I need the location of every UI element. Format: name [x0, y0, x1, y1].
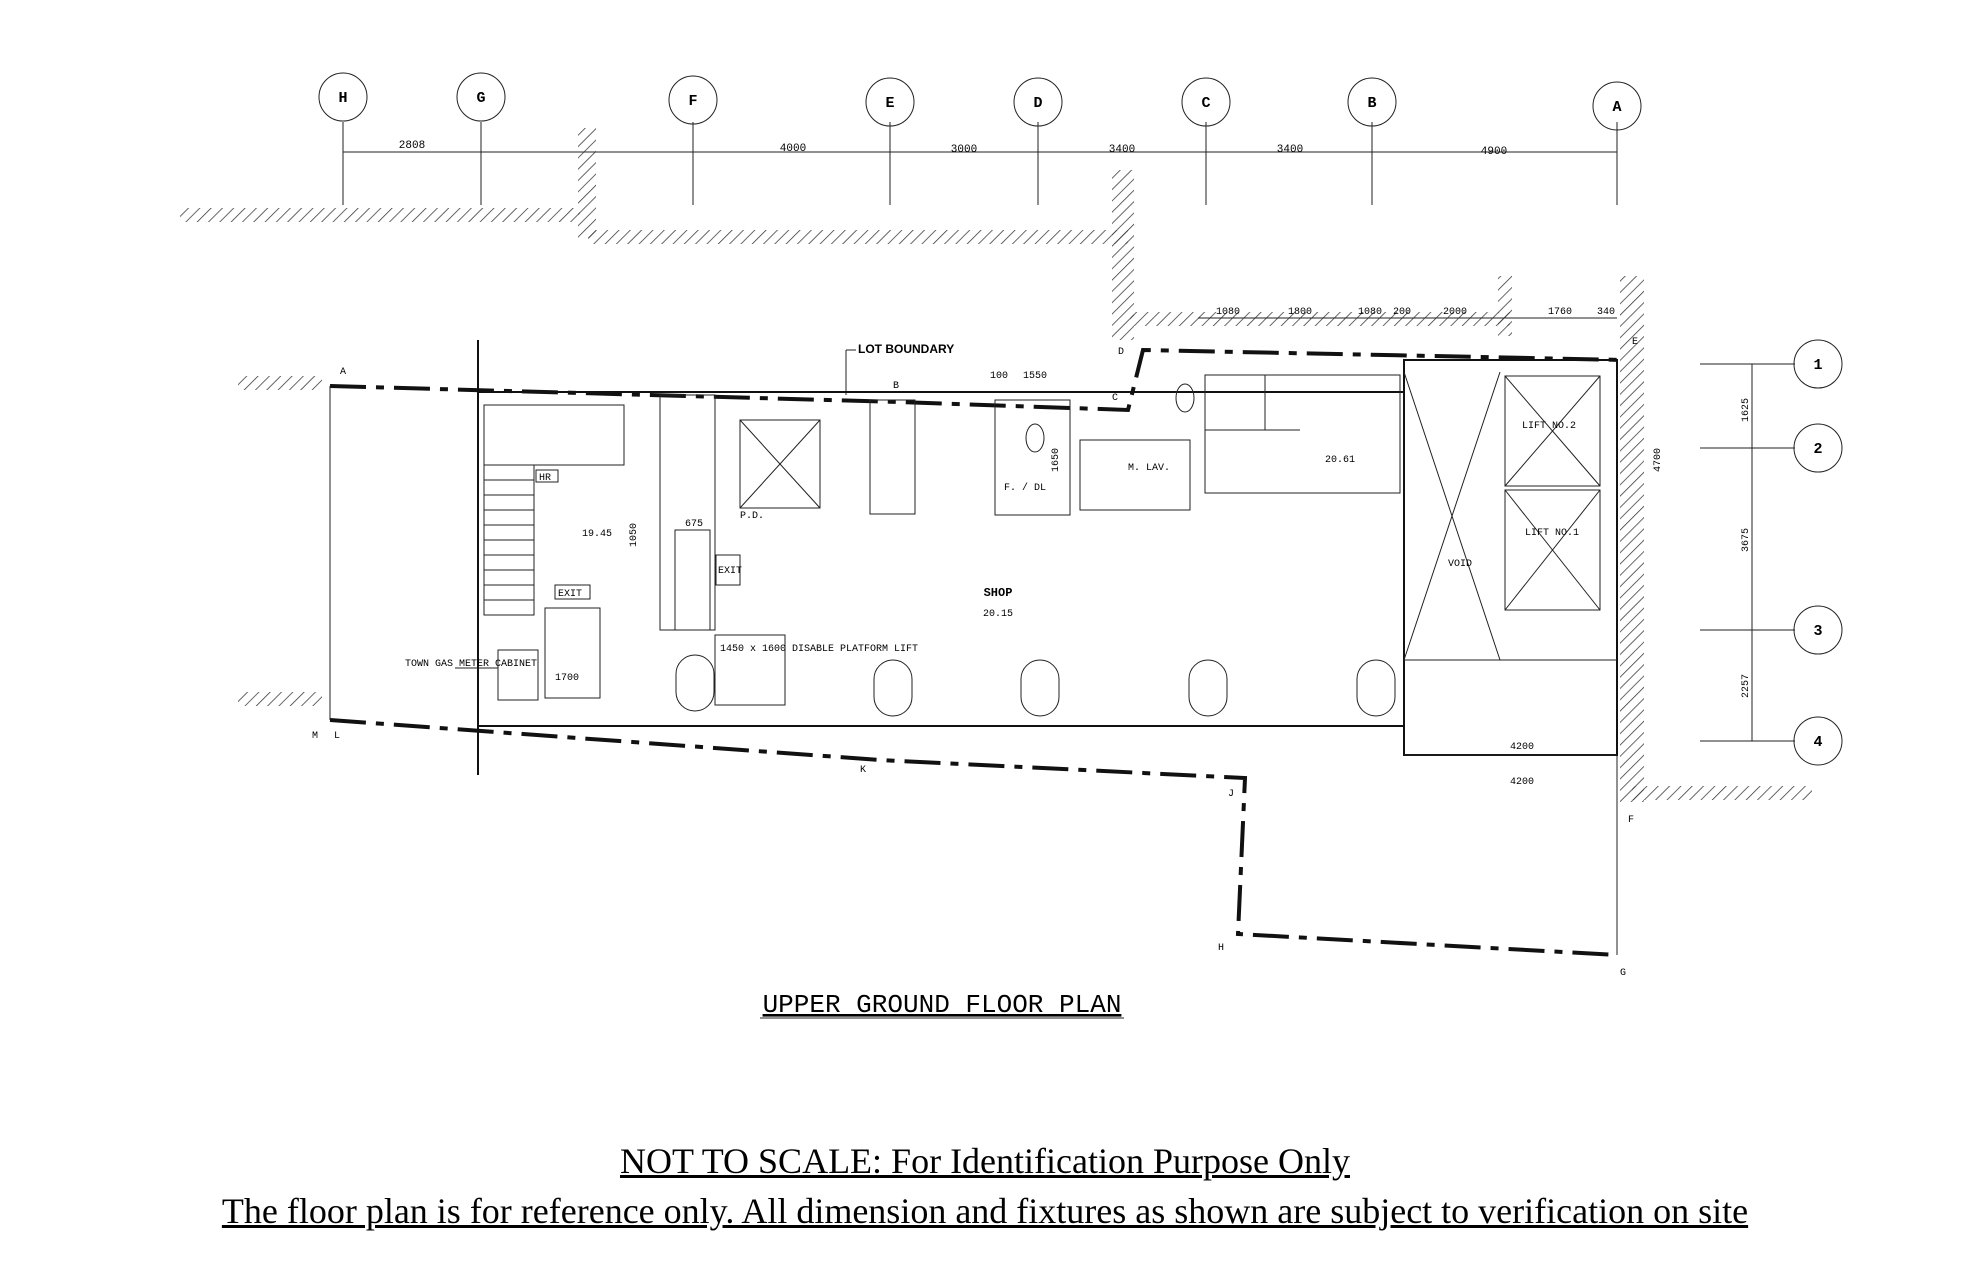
- dim-upper-5: 2000: [1443, 307, 1467, 318]
- grid-bubble-1: [1793, 339, 1843, 389]
- grid-label-e: E: [885, 95, 894, 112]
- point-f: F: [1628, 815, 1634, 826]
- dim-upper-3: 1080: [1358, 307, 1382, 318]
- dim-upper-6: 1760: [1548, 307, 1572, 318]
- platform-lift-label: 1450 x 1600 DISABLE PLATFORM LIFT: [720, 644, 918, 655]
- pd-label: P.D.: [740, 511, 764, 522]
- level-left: 19.45: [582, 529, 612, 540]
- dim-100: 100: [990, 371, 1008, 382]
- point-j: J: [1228, 789, 1234, 800]
- grid-bubble-a: [1592, 81, 1642, 131]
- point-b: B: [893, 381, 899, 392]
- lot-boundary-label: LOT BOUNDARY: [858, 342, 954, 356]
- grid-label-c: C: [1201, 95, 1210, 112]
- exit-label-center: EXIT: [718, 566, 742, 577]
- neighbour-walls: [180, 128, 1812, 802]
- dim-upper-7: 340: [1597, 307, 1615, 318]
- grid-bubble-4: [1793, 716, 1843, 766]
- point-e: E: [1632, 337, 1638, 348]
- dim-675: 675: [685, 519, 703, 530]
- hr-label: HR: [539, 473, 551, 484]
- grid-label-a: A: [1612, 99, 1621, 116]
- lift-1-label: LIFT NO.1: [1525, 528, 1579, 539]
- point-k: K: [860, 765, 866, 776]
- dim-1650: 1650: [1051, 448, 1062, 472]
- right-grid: 1 2 3 4 1625 3675 2257: [1700, 339, 1843, 766]
- dim-1050: 1050: [629, 523, 640, 547]
- point-g: G: [1620, 968, 1626, 979]
- dim-e-d: 3000: [951, 144, 977, 156]
- disclaimer-line-2: The floor plan is for reference only. Al…: [221, 1191, 1749, 1231]
- lift-2-label: LIFT NO.2: [1522, 421, 1576, 432]
- grid-bubble-g: [456, 72, 506, 122]
- corner-points: A B C D E F G H J K L M: [312, 337, 1638, 979]
- dim-3-4: 2257: [1741, 674, 1752, 698]
- plan-title: UPPER GROUND FLOOR PLAN: [763, 990, 1122, 1020]
- grid-bubble-f: [668, 75, 718, 125]
- point-d: D: [1118, 347, 1124, 358]
- grid-label-b: B: [1367, 95, 1376, 112]
- exit-label-left: EXIT: [558, 589, 582, 600]
- grid-bubble-b: [1347, 77, 1397, 127]
- point-c: C: [1112, 393, 1118, 404]
- toilet-block: F. / DL 100 1550 1650 M. LAV.: [990, 371, 1195, 516]
- grid-label-g: G: [476, 90, 485, 107]
- dim-4700: 4700: [1653, 448, 1664, 472]
- dim-4200-b: 4200: [1510, 777, 1534, 788]
- grid-bubble-2: [1793, 423, 1843, 473]
- grid-bubble-3: [1793, 605, 1843, 655]
- level-right: 20.61: [1325, 455, 1355, 466]
- shop-label: SHOP: [984, 586, 1013, 600]
- point-h: H: [1218, 943, 1224, 954]
- top-grid: H G F E D C B A 2808 4000 3000 3400 3400…: [318, 72, 1642, 205]
- dim-d-c: 3400: [1109, 144, 1135, 156]
- dim-4200-a: 4200: [1510, 742, 1534, 753]
- lav-label: M. LAV.: [1128, 463, 1170, 474]
- point-l: L: [334, 731, 340, 742]
- disclaimer-line-1: NOT TO SCALE: For Identification Purpose…: [620, 1141, 1350, 1181]
- point-m: M: [312, 731, 318, 742]
- dim-upper-2: 1800: [1288, 307, 1312, 318]
- grid-label-1: 1: [1813, 357, 1822, 374]
- grid-bubble-c: [1181, 77, 1231, 127]
- dim-b-a: 4900: [1481, 146, 1507, 158]
- fdl-label: F. / DL: [1004, 482, 1046, 494]
- right-stair-and-void: 20.61 VOID LIFT NO.2 LIFT NO.1 4200 4200…: [1204, 371, 1664, 788]
- dim-c-b: 3400: [1277, 144, 1303, 156]
- left-stair-block: HR EXIT 1700: [483, 404, 625, 699]
- dim-upper-4: 200: [1393, 307, 1411, 318]
- grid-label-d: D: [1033, 95, 1042, 112]
- building-outline: [477, 340, 1618, 775]
- grid-bubble-d: [1013, 77, 1063, 127]
- shop-level: 20.15: [983, 609, 1013, 620]
- void-label: VOID: [1448, 559, 1472, 570]
- grid-label-h: H: [338, 90, 347, 107]
- grid-label-f: F: [688, 93, 697, 110]
- dim-f-e: 4000: [780, 143, 806, 155]
- facade-columns: [675, 654, 1396, 717]
- dim-2-3: 3675: [1741, 528, 1752, 552]
- dim-h-g: 2808: [399, 140, 425, 152]
- grid-label-3: 3: [1813, 623, 1822, 640]
- lot-boundary: [329, 347, 1626, 957]
- dim-1-2: 1625: [1741, 398, 1752, 422]
- grid-label-4: 4: [1813, 734, 1822, 751]
- dim-1550: 1550: [1023, 371, 1047, 382]
- central-stair-block: P.D. 675 EXIT 1450 x 1600 DISABLE PLATFO…: [659, 394, 918, 706]
- point-a: A: [340, 367, 346, 378]
- grid-bubble-h: [318, 72, 368, 122]
- upper-dim-string: 1080 1800 1080 200 2000 1760 340: [1198, 307, 1617, 319]
- gas-meter-label: TOWN GAS METER CABINET: [405, 659, 537, 670]
- grid-label-2: 2: [1813, 441, 1822, 458]
- dim-1700: 1700: [555, 673, 579, 684]
- grid-bubble-e: [865, 77, 915, 127]
- dim-upper-1: 1080: [1216, 307, 1240, 318]
